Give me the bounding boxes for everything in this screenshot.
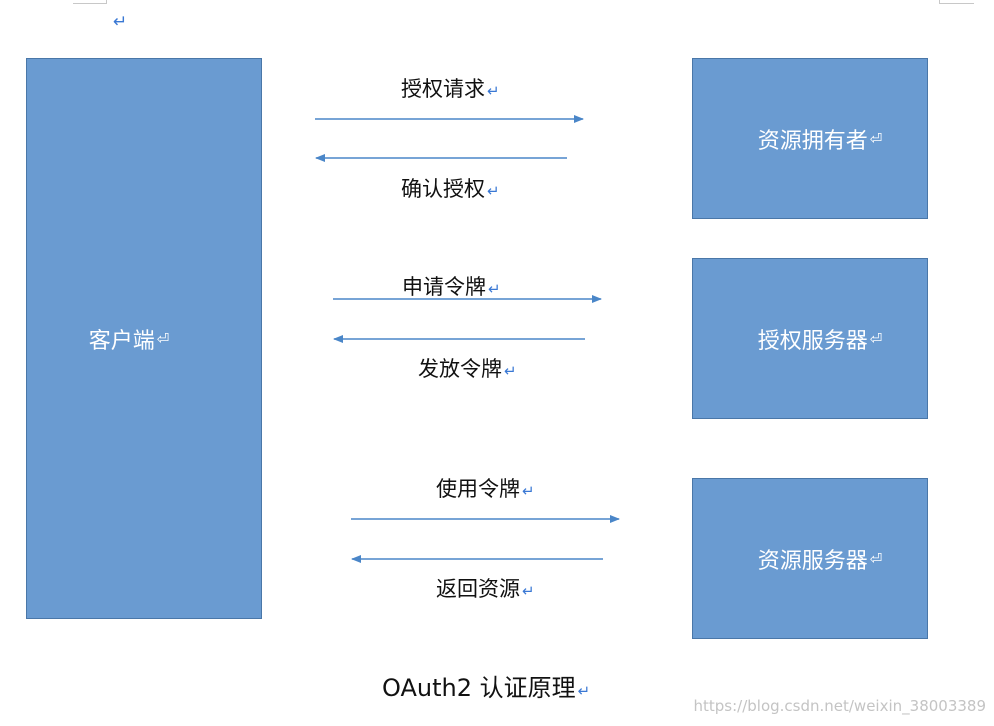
return-mark-icon: ⏎ xyxy=(869,129,883,148)
return-mark-icon: ⏎ xyxy=(156,329,170,348)
return-mark-icon: ⏎ xyxy=(869,329,883,348)
return-mark-icon: ⏎ xyxy=(869,549,883,568)
page-corner-mark-right xyxy=(939,0,974,4)
flow-label-auth-request: 授权请求↵ xyxy=(401,77,500,101)
flow-label-return-resource: 返回资源↵ xyxy=(436,577,535,601)
paragraph-mark-icon: ↵ xyxy=(488,280,501,298)
flow-label-issue-token: 发放令牌↵ xyxy=(418,357,517,381)
paragraph-mark-icon: ↵ xyxy=(504,362,517,380)
client-node: 客户端⏎ xyxy=(26,58,262,619)
page-corner-mark-left xyxy=(73,0,107,4)
paragraph-mark-icon: ↵ xyxy=(113,12,128,32)
resource-server-label: 资源服务器 xyxy=(757,548,868,574)
flow-label-request-token: 申请令牌↵ xyxy=(402,275,501,299)
resource-owner-label: 资源拥有者 xyxy=(757,128,868,154)
paragraph-mark-icon: ↵ xyxy=(577,682,591,700)
client-node-label: 客户端 xyxy=(88,328,155,354)
diagram-caption: OAuth2 认证原理↵ xyxy=(382,674,591,702)
paragraph-mark-icon: ↵ xyxy=(522,582,535,600)
authorization-server-node: 授权服务器⏎ xyxy=(692,258,928,419)
watermark-url: https://blog.csdn.net/weixin_38003389 xyxy=(693,697,986,715)
resource-server-node: 资源服务器⏎ xyxy=(692,478,928,639)
paragraph-mark-icon: ↵ xyxy=(487,82,500,100)
flow-label-confirm-auth: 确认授权↵ xyxy=(401,177,500,201)
flow-label-use-token: 使用令牌↵ xyxy=(436,477,535,501)
authorization-server-label: 授权服务器 xyxy=(757,328,868,354)
paragraph-mark-icon: ↵ xyxy=(487,182,500,200)
paragraph-mark-icon: ↵ xyxy=(522,482,535,500)
resource-owner-node: 资源拥有者⏎ xyxy=(692,58,928,219)
